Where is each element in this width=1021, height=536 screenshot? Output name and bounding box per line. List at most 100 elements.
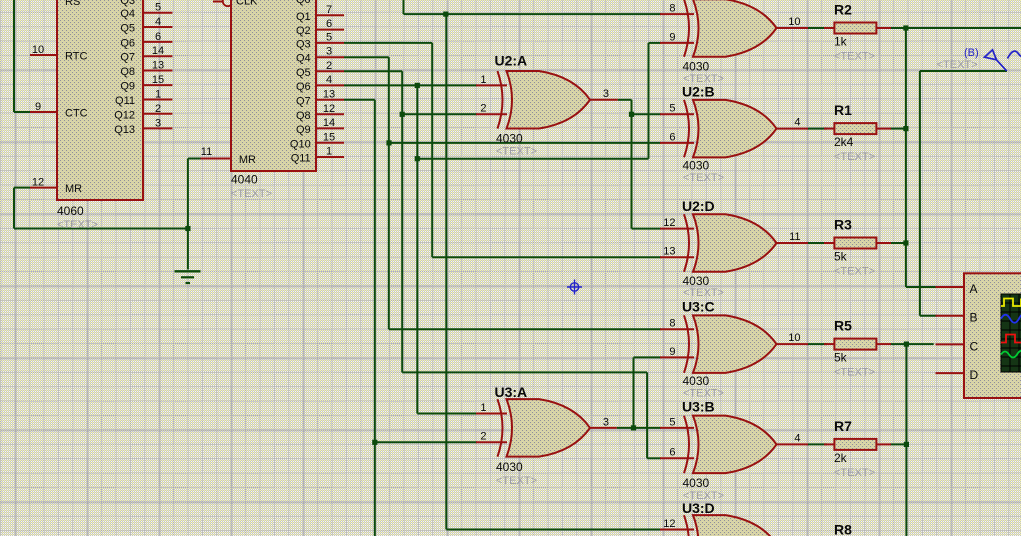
svg-text:10: 10 xyxy=(32,44,44,56)
svg-text:2: 2 xyxy=(480,103,486,115)
svg-text:5: 5 xyxy=(669,103,675,115)
svg-text:12: 12 xyxy=(663,518,675,530)
svg-text:Q7: Q7 xyxy=(120,52,135,64)
svg-text:8: 8 xyxy=(669,3,675,15)
svg-text:3: 3 xyxy=(603,88,609,100)
svg-text:4: 4 xyxy=(794,432,800,444)
svg-text:<TEXT>: <TEXT> xyxy=(231,188,272,200)
svg-text:R5: R5 xyxy=(834,318,852,334)
svg-text:Q3: Q3 xyxy=(120,0,135,7)
svg-text:12: 12 xyxy=(663,217,675,229)
svg-text:10: 10 xyxy=(788,16,800,28)
svg-text:<TEXT>: <TEXT> xyxy=(496,475,537,487)
svg-text:5: 5 xyxy=(326,31,332,43)
svg-text:4: 4 xyxy=(794,117,800,129)
svg-text:MR: MR xyxy=(239,154,256,166)
svg-text:6: 6 xyxy=(669,131,675,143)
svg-text:Q12: Q12 xyxy=(114,109,135,121)
svg-text:1: 1 xyxy=(480,74,486,86)
svg-text:11: 11 xyxy=(789,231,800,243)
svg-text:2k4: 2k4 xyxy=(834,135,854,149)
svg-text:R7: R7 xyxy=(834,418,852,434)
svg-text:<TEXT>: <TEXT> xyxy=(57,219,98,231)
svg-text:1: 1 xyxy=(480,402,486,414)
svg-text:CLK: CLK xyxy=(236,0,258,8)
svg-text:MR: MR xyxy=(65,183,82,195)
svg-text:Q13: Q13 xyxy=(114,124,135,136)
svg-text:Q6: Q6 xyxy=(120,37,135,49)
svg-text:13: 13 xyxy=(323,88,335,100)
svg-text:13: 13 xyxy=(663,246,675,258)
svg-text:<TEXT>: <TEXT> xyxy=(683,387,724,399)
svg-text:RTC: RTC xyxy=(65,51,87,63)
svg-text:R1: R1 xyxy=(834,102,852,118)
svg-text:9: 9 xyxy=(669,31,675,43)
svg-text:Q9: Q9 xyxy=(120,81,135,93)
svg-text:4060: 4060 xyxy=(57,204,84,218)
svg-text:Q5: Q5 xyxy=(120,23,135,35)
svg-text:1: 1 xyxy=(155,89,161,101)
svg-text:Q3: Q3 xyxy=(296,38,311,50)
svg-text:<TEXT>: <TEXT> xyxy=(834,367,875,379)
svg-text:Q4: Q4 xyxy=(296,53,311,65)
svg-text:D: D xyxy=(970,368,979,382)
svg-text:7: 7 xyxy=(326,4,332,16)
svg-text:14: 14 xyxy=(323,117,335,129)
svg-text:R8: R8 xyxy=(834,522,852,536)
svg-text:Q11: Q11 xyxy=(115,95,135,107)
svg-text:6: 6 xyxy=(669,447,675,459)
svg-text:U3:B: U3:B xyxy=(682,399,715,415)
svg-text:Q8: Q8 xyxy=(120,66,135,78)
svg-text:Q9: Q9 xyxy=(296,124,311,136)
svg-text:3: 3 xyxy=(326,46,332,58)
svg-text:<TEXT>: <TEXT> xyxy=(683,287,724,299)
svg-text:5k: 5k xyxy=(834,351,848,365)
svg-text:Q6: Q6 xyxy=(296,81,311,93)
svg-text:14: 14 xyxy=(152,45,164,57)
svg-text:Q2: Q2 xyxy=(296,25,311,37)
svg-text:Q5: Q5 xyxy=(296,67,311,79)
svg-text:12: 12 xyxy=(32,177,44,189)
svg-text:4040: 4040 xyxy=(231,173,258,187)
svg-text:U2:B: U2:B xyxy=(682,84,715,100)
svg-text:R2: R2 xyxy=(834,2,852,18)
svg-text:1: 1 xyxy=(326,146,332,158)
svg-text:RS: RS xyxy=(65,0,80,8)
svg-text:<TEXT>: <TEXT> xyxy=(496,146,537,158)
svg-text:Q8: Q8 xyxy=(296,110,311,122)
svg-text:Q11: Q11 xyxy=(291,153,311,165)
svg-text:A: A xyxy=(970,282,978,296)
svg-text:<TEXT>: <TEXT> xyxy=(834,51,875,63)
svg-text:<TEXT>: <TEXT> xyxy=(683,73,724,85)
svg-text:U2:D: U2:D xyxy=(682,198,715,214)
svg-text:10: 10 xyxy=(788,332,800,344)
svg-text:8: 8 xyxy=(669,318,675,330)
svg-text:Q7: Q7 xyxy=(296,95,311,107)
svg-text:13: 13 xyxy=(152,60,164,72)
svg-text:4030: 4030 xyxy=(683,274,710,288)
svg-text:5: 5 xyxy=(155,2,161,14)
svg-text:6: 6 xyxy=(326,18,332,30)
svg-text:15: 15 xyxy=(152,74,164,86)
svg-text:R3: R3 xyxy=(834,217,852,233)
svg-text:<TEXT>: <TEXT> xyxy=(683,490,724,502)
svg-text:6: 6 xyxy=(155,31,161,43)
svg-text:4030: 4030 xyxy=(683,476,710,490)
svg-text:4030: 4030 xyxy=(496,132,523,146)
svg-text:9: 9 xyxy=(35,101,41,113)
svg-text:12: 12 xyxy=(323,103,335,115)
svg-text:<TEXT>: <TEXT> xyxy=(834,151,875,163)
svg-text:4030: 4030 xyxy=(496,460,523,474)
svg-text:C: C xyxy=(970,340,979,354)
svg-text:U2:A: U2:A xyxy=(495,53,528,69)
svg-text:1k: 1k xyxy=(834,35,848,49)
svg-text:U3:C: U3:C xyxy=(682,299,715,315)
svg-text:3: 3 xyxy=(603,416,609,428)
svg-text:4030: 4030 xyxy=(683,159,710,173)
svg-text:9: 9 xyxy=(669,346,675,358)
svg-text:4: 4 xyxy=(155,16,161,28)
svg-text:4030: 4030 xyxy=(683,60,710,74)
svg-text:Q10: Q10 xyxy=(290,138,311,150)
svg-text:15: 15 xyxy=(323,131,335,143)
svg-text:11: 11 xyxy=(201,146,212,158)
